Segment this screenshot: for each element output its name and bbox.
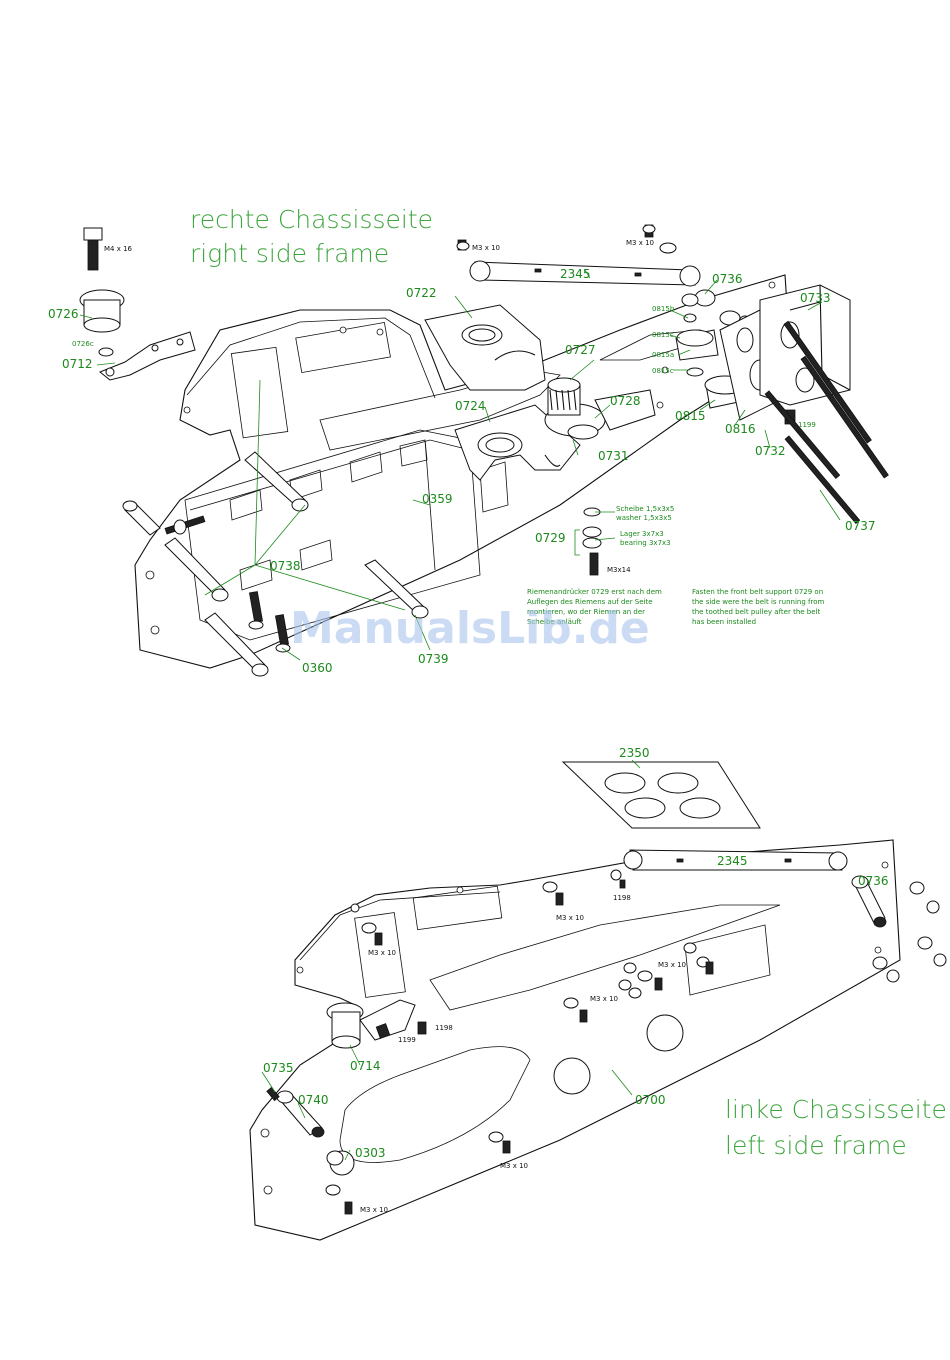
washer-label-en: washer 1,5x3x5 [616,514,672,522]
small-label-1: M3 x 10 [556,914,584,922]
belt-support-0729 [574,507,602,576]
label-0737: 0737 [845,519,876,533]
label-0726c: 0726c [72,340,94,348]
label-2345-top: 2345 [560,267,591,281]
plate-2350 [561,761,761,829]
bearing-label-en: bearing 3x7x3 [620,539,671,547]
small-label-3: M3 x 10 [368,949,396,957]
note-en-line-2: the side were the belt is running from [692,598,824,606]
small-label-4: M3 x 10 [658,961,686,969]
label-0712: 0712 [62,357,93,371]
standoff-0740 [266,1086,355,1176]
label-0735: 0735 [263,1061,294,1075]
title-left-frame-de: linke Chassisseite [725,1095,947,1124]
small-label-8: M3 x 10 [500,1162,528,1170]
label-0724: 0724 [455,399,486,413]
label-0727: 0727 [565,343,596,357]
leader-lines-top [79,269,841,661]
label-0733: 0733 [800,291,831,305]
label-m3x10-a: M3 x 10 [472,244,500,252]
small-label-6: 1198 [435,1024,453,1032]
frame-screw-left [122,500,206,536]
title-right-frame-de: rechte Chassisseite [190,205,433,234]
note-de-line-2: Auflegen des Riemens auf der Seite [527,598,653,606]
small-label-5: M3 x 10 [590,995,618,1003]
label-0815c-a: 0815c [652,331,674,339]
pulley-0727 [544,377,656,440]
idler-0815-assembly [675,289,752,409]
standoff-0736-bottom [851,875,947,983]
label-0740: 0740 [298,1093,329,1107]
strut-2345-top [456,224,701,287]
title-left-frame-en: left side frame [725,1131,907,1160]
right-side-frame-assembly: rechte Chassisseite right side frame 072… [48,205,889,677]
label-0739: 0739 [418,652,449,666]
label-0700: 0700 [635,1093,666,1107]
bracket-0816-0732 [719,284,851,425]
bolts-0360 [248,591,291,653]
label-2345-bottom: 2345 [717,854,748,868]
label-0729: 0729 [535,531,566,545]
frame-screws-bottom [325,869,714,1215]
label-0359: 0359 [422,492,453,506]
tensioner-0714 [326,999,427,1049]
label-0360: 0360 [302,661,333,675]
washer-label-de: Scheibe 1,5x3x5 [616,505,674,513]
label-1199-top: 1199 [798,421,816,429]
label-0816: 0816 [725,422,756,436]
motor-0359 [184,429,509,641]
label-m3x10-b: M3 x 10 [626,239,654,247]
part-0726-group [79,227,196,381]
label-0731: 0731 [598,449,629,463]
watermark: ManualsLib.de [290,603,650,654]
label-0722: 0722 [406,286,437,300]
label-0738: 0738 [270,559,301,573]
note-en-line-4: has been installed [692,618,756,626]
label-0728: 0728 [610,394,641,408]
note-en-line-3: the toothed belt pulley after the belt [692,608,820,616]
label-0732: 0732 [755,444,786,458]
label-0736-bottom: 0736 [858,874,889,888]
label-m3x14: M3x14 [607,566,631,574]
label-0815c-b: 0815c [652,367,674,375]
standoffs-0738 [164,451,429,677]
label-2350: 2350 [619,746,650,760]
label-0726: 0726 [48,307,79,321]
bracket-0722 [424,304,546,391]
bearing-label-de: Lager 3x7x3 [620,530,664,538]
small-label-9: M3 x 10 [360,1206,388,1214]
threaded-rods-0737 [764,320,889,524]
right-frame-plate [134,274,791,669]
label-m4x16: M4 x 16 [104,245,133,253]
left-side-frame-assembly: 2350 2345 0736 0735 0740 0714 0303 0700 … [249,746,947,1241]
note-de-line-3: montieren, wo der Riemen an der [527,608,645,616]
label-0303: 0303 [355,1146,386,1160]
title-right-frame-en: right side frame [190,239,389,268]
label-0714: 0714 [350,1059,381,1073]
label-0736-top: 0736 [712,272,743,286]
label-0815a: 0815a [652,351,674,359]
strut-2345-bottom [623,849,848,871]
small-label-2: 1198 [613,894,631,902]
note-de-line-1: Riemenandrücker 0729 erst nach dem [527,588,662,596]
note-en-line-1: Fasten the front belt support 0729 on [692,588,823,596]
small-label-7: 1199 [398,1036,416,1044]
label-0815b: 0815b [652,305,675,313]
label-0815: 0815 [675,409,706,423]
note-de-line-4: Scheibe anläuft [527,618,582,626]
